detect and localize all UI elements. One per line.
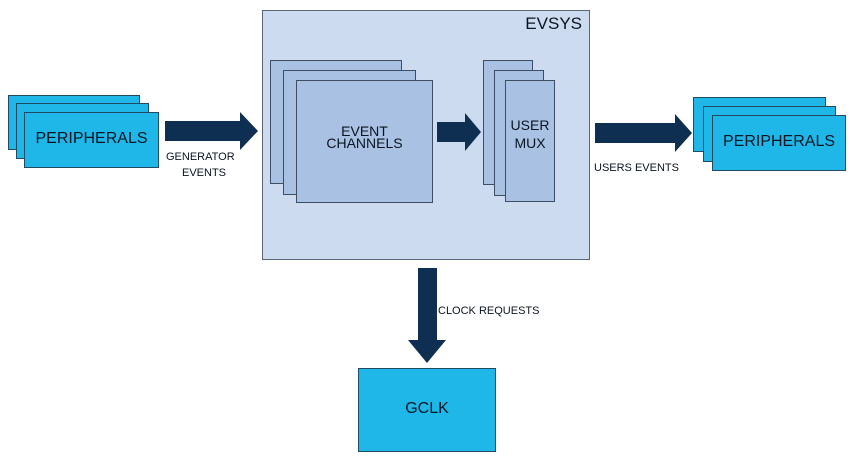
clock-requests-label: CLOCK REQUESTS	[438, 305, 540, 317]
left-peripherals-label: PERIPHERALS	[35, 130, 148, 147]
clock-requests-arrow	[408, 268, 446, 363]
user-mux-label-line2: MUX	[514, 135, 546, 151]
event-channels-box	[296, 80, 433, 203]
right-peripherals-label: PERIPHERALS	[722, 133, 836, 150]
event-channels-label-line1: EVENT	[341, 123, 388, 139]
gclk-box	[358, 368, 496, 452]
user-mux-label-line1: USER	[510, 117, 550, 133]
user-mux-box	[505, 80, 555, 202]
users-events-arrow	[595, 114, 692, 152]
right-peripherals-box	[712, 115, 846, 171]
generator-events-label-line2: EVENTS	[182, 167, 227, 179]
channels-to-mux-arrow	[437, 113, 481, 151]
left-peripherals-box	[24, 112, 159, 168]
event-channels-label-line2: CHANNELS	[326, 135, 403, 151]
gclk-label: GCLK	[405, 400, 449, 417]
generator-events-label-line1: GENERATOR	[166, 151, 235, 163]
generator-events-arrow	[165, 112, 258, 150]
evsys-title: EVSYS	[525, 14, 582, 33]
users-events-label: USERS EVENTS	[594, 162, 679, 174]
